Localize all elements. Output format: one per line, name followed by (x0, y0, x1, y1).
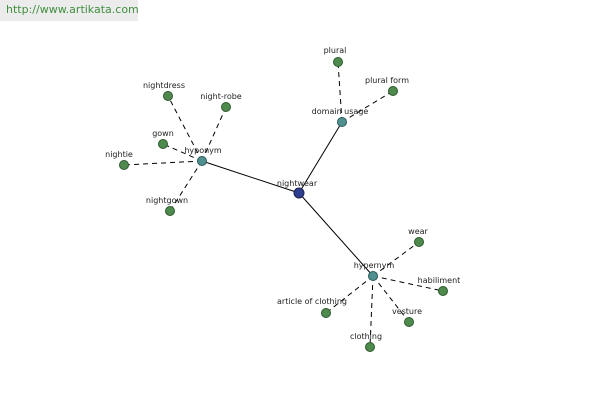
label-nightdress: nightdress (143, 81, 185, 90)
edge-domain-usage-plural-form (341, 90, 394, 123)
label-wear: wear (408, 227, 428, 236)
edge-root-domain-usage (298, 121, 343, 194)
label-night-robe: night-robe (200, 92, 242, 101)
label-hyponym: hyponym (184, 146, 222, 155)
node-nightwear[interactable] (293, 187, 305, 199)
label-domain-usage: domain usage (312, 107, 369, 116)
label-clothing: clothing (350, 332, 382, 341)
edge-hyponym-nightie (123, 160, 203, 166)
label-plural: plural (324, 46, 347, 55)
url-banner: http://www.artikata.com (0, 0, 139, 21)
label-nightie: nightie (105, 150, 133, 159)
label-nightwear: nightwear (277, 179, 318, 188)
edge-hypernym-vesture (372, 275, 410, 323)
node-domain-usage[interactable] (337, 117, 347, 127)
node-gown[interactable] (158, 139, 168, 149)
node-nightie[interactable] (119, 160, 129, 170)
label-habiliment: habiliment (418, 276, 461, 285)
node-clothing[interactable] (365, 342, 375, 352)
label-plural-form: plural form (365, 76, 409, 85)
edge-hypernym-clothing (369, 275, 374, 348)
node-article-of-clothing[interactable] (321, 308, 331, 318)
site-url-link[interactable]: http://www.artikata.com (6, 3, 139, 16)
node-wear[interactable] (414, 237, 424, 247)
edge-hyponym-nightdress (167, 95, 203, 162)
node-plural[interactable] (333, 57, 343, 67)
label-article-of-clothing: article of clothing (277, 297, 347, 306)
edge-domain-usage-plural (337, 61, 343, 123)
edge-hypernym-habiliment (372, 275, 444, 292)
edge-root-hyponym (201, 160, 300, 194)
node-night-robe[interactable] (221, 102, 231, 112)
edge-hypernym-article-of-clothing (325, 275, 374, 314)
edge-hypernym-wear (372, 241, 420, 277)
edge-hyponym-nightgown (169, 160, 203, 212)
node-vesture[interactable] (404, 317, 414, 327)
node-hyponym[interactable] (197, 156, 207, 166)
label-hypernym: hypernym (354, 261, 395, 270)
label-gown: gown (152, 129, 174, 138)
node-plural-form[interactable] (388, 86, 398, 96)
node-nightdress[interactable] (163, 91, 173, 101)
node-habiliment[interactable] (438, 286, 448, 296)
edge-hyponym-night-robe (201, 106, 227, 162)
edge-root-hypernym (298, 192, 374, 277)
node-nightgown[interactable] (165, 206, 175, 216)
label-vesture: vesture (392, 307, 422, 316)
label-nightgown: nightgown (146, 196, 188, 205)
edge-hyponym-gown (162, 143, 203, 162)
node-hypernym[interactable] (368, 271, 378, 281)
